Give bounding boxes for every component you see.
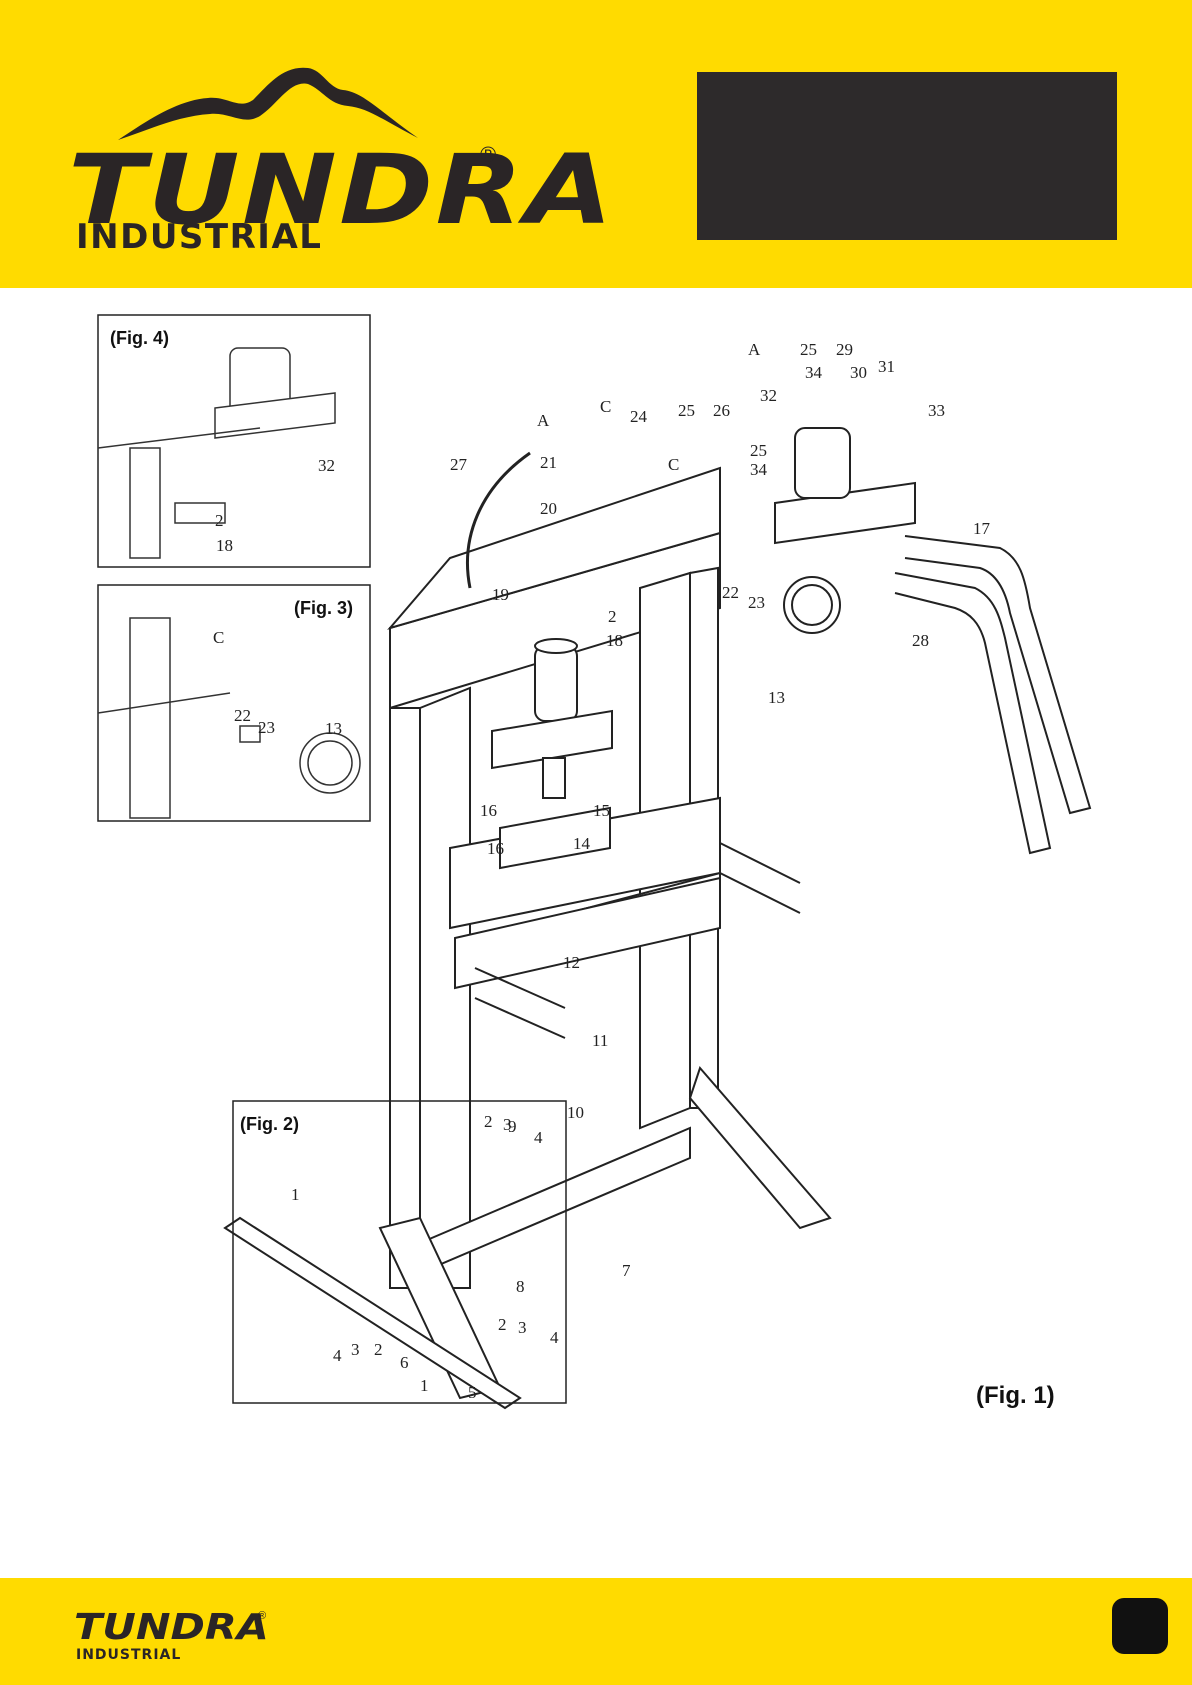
callout: 15 — [593, 801, 610, 820]
callout: 16 — [480, 801, 497, 820]
callout: C — [600, 397, 611, 416]
registered-mark: ® — [480, 144, 496, 166]
callout: 21 — [540, 453, 557, 472]
page-number-badge — [1112, 1598, 1168, 1654]
footer-wordmark: TUNDRA — [74, 1610, 269, 1646]
callout: 29 — [836, 340, 853, 359]
fig4-inset — [98, 315, 370, 567]
callout: A — [748, 340, 761, 359]
callout: 14 — [573, 834, 591, 853]
callout: 17 — [973, 519, 991, 538]
callout: 20 — [540, 499, 557, 518]
exploded-parts-diagram: (Fig. 4) (Fig. 3) (Fig. 2) (Fig. 1) A 25… — [0, 288, 1192, 1578]
callout: 1 — [420, 1376, 429, 1395]
press-frame — [225, 428, 1090, 1408]
callout: 3 — [503, 1115, 512, 1134]
callout: 12 — [563, 953, 580, 972]
fig2-label: (Fig. 2) — [240, 1114, 299, 1134]
callout: 13 — [325, 719, 342, 738]
callout: 19 — [492, 585, 509, 604]
callout: 2 — [498, 1315, 507, 1334]
callout: 23 — [258, 718, 275, 737]
callout: 13 — [768, 688, 785, 707]
callout: 1 — [291, 1185, 300, 1204]
callout: 32 — [318, 456, 335, 475]
callout: 10 — [567, 1103, 584, 1122]
callout: 3 — [351, 1340, 360, 1359]
callout: 3 — [518, 1318, 527, 1337]
callout: 4 — [333, 1346, 342, 1365]
fig3-label: (Fig. 3) — [294, 598, 353, 618]
callout: 30 — [850, 363, 867, 382]
page-header: TUNDRA ® INDUSTRIAL — [0, 0, 1192, 288]
callout: 25 — [750, 441, 767, 460]
callout: 24 — [630, 407, 648, 426]
callout: 11 — [592, 1031, 608, 1050]
diagram-canvas: (Fig. 4) (Fig. 3) (Fig. 2) (Fig. 1) A 25… — [0, 288, 1192, 1578]
callout: 6 — [400, 1353, 409, 1372]
callout: 4 — [550, 1328, 559, 1347]
callout: 31 — [878, 357, 895, 376]
callout: A — [537, 411, 550, 430]
callout: 34 — [805, 363, 823, 382]
page-footer: TUNDRA ® INDUSTRIAL — [0, 1578, 1192, 1685]
callout: 22 — [234, 706, 251, 725]
callout: 23 — [748, 593, 765, 612]
callout: 22 — [722, 583, 739, 602]
callout: 5 — [468, 1383, 477, 1402]
callout: 2 — [215, 511, 224, 530]
fig4-label: (Fig. 4) — [110, 328, 169, 348]
callout: 25 — [800, 340, 817, 359]
callout: 2 — [608, 607, 617, 626]
callout: 7 — [622, 1261, 631, 1280]
footer-division: INDUSTRIAL — [76, 1648, 181, 1662]
callout: 18 — [606, 631, 623, 650]
callout: 33 — [928, 401, 945, 420]
footer-logo: TUNDRA ® INDUSTRIAL — [74, 1610, 274, 1670]
callout: 32 — [760, 386, 777, 405]
callout: 2 — [484, 1112, 493, 1131]
callout: 8 — [516, 1277, 525, 1296]
tundra-logo: TUNDRA ® INDUSTRIAL — [68, 60, 508, 250]
fig3-inset — [98, 585, 370, 821]
callout: 18 — [216, 536, 233, 555]
callout: 26 — [713, 401, 730, 420]
callout: 25 — [678, 401, 695, 420]
callout: 28 — [912, 631, 929, 650]
callout: 2 — [374, 1340, 383, 1359]
callout: C — [213, 628, 224, 647]
callout: 34 — [750, 460, 768, 479]
callout: 4 — [534, 1128, 543, 1147]
callout: 16 — [487, 839, 504, 858]
footer-registered-mark: ® — [258, 1610, 266, 1622]
fig1-label: (Fig. 1) — [976, 1382, 1055, 1409]
title-box — [697, 72, 1117, 240]
callout: C — [668, 455, 679, 474]
brand-division: INDUSTRIAL — [76, 220, 322, 254]
callout: 27 — [450, 455, 468, 474]
